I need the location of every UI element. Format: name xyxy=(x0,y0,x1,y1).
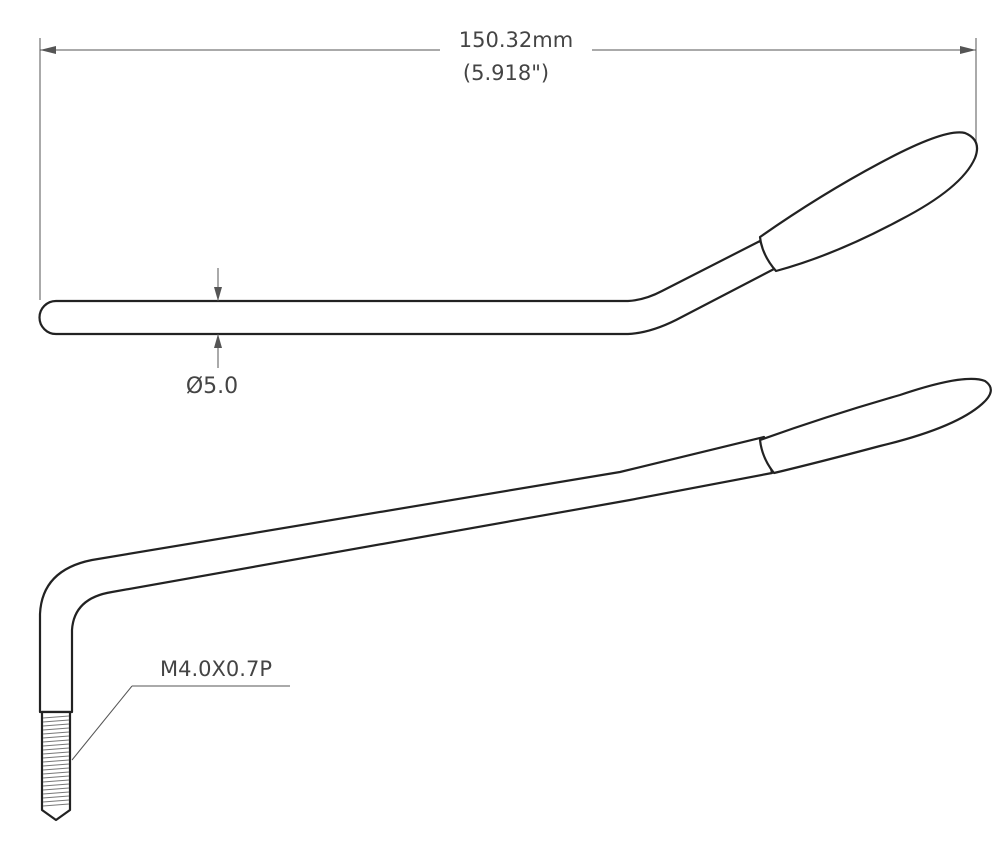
thread-line xyxy=(42,775,70,779)
thread-line xyxy=(42,735,70,739)
length-dimension: 150.32mm (5.918") xyxy=(39,28,977,300)
diameter-dimension: Ø5.0 xyxy=(186,268,238,399)
thread-line xyxy=(42,783,70,787)
thread-line xyxy=(42,763,70,767)
thread-line xyxy=(42,739,70,743)
diameter-label: Ø5.0 xyxy=(186,374,238,399)
arm-tip-side xyxy=(758,131,979,273)
arm-tip-perspective xyxy=(758,377,992,475)
arm-shaft-side xyxy=(38,239,776,336)
thread-line xyxy=(42,715,70,719)
thread-line xyxy=(42,747,70,751)
thread-line xyxy=(42,799,70,803)
arm-shaft-perspective xyxy=(38,435,774,714)
thread-line xyxy=(42,767,70,771)
arm-perspective-view xyxy=(38,377,992,822)
thread-line xyxy=(42,731,70,735)
thread-line xyxy=(42,787,70,791)
thread-leader-line xyxy=(71,685,133,761)
thread-line xyxy=(42,791,70,795)
thread-line xyxy=(42,803,70,807)
thread-line xyxy=(42,779,70,783)
arm-side-view xyxy=(38,131,979,336)
thread-line xyxy=(42,719,70,723)
threaded-end xyxy=(40,710,72,822)
thread-line xyxy=(42,759,70,763)
thread-line xyxy=(42,723,70,727)
length-inch-label: (5.918") xyxy=(463,61,549,85)
thread-line xyxy=(42,727,70,731)
diameter-arrow-bottom xyxy=(214,334,222,348)
arrowhead-left xyxy=(40,46,56,54)
thread-line xyxy=(42,771,70,775)
thread-line xyxy=(42,795,70,799)
thread-line xyxy=(42,743,70,747)
thread-lines xyxy=(42,715,70,807)
diameter-arrow-top xyxy=(214,287,222,301)
thread-callout: M4.0X0.7P xyxy=(71,657,290,761)
length-mm-label: 150.32mm xyxy=(459,28,573,52)
thread-line xyxy=(42,751,70,755)
arrowhead-right xyxy=(960,46,976,54)
thread-line xyxy=(42,755,70,759)
thread-label: M4.0X0.7P xyxy=(160,657,272,681)
